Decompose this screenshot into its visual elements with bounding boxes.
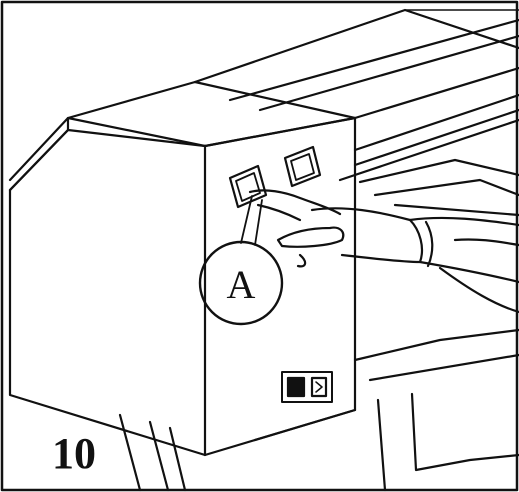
housing-top-face <box>66 80 357 148</box>
step-number: 10 <box>52 429 96 478</box>
key-b-bezel <box>283 145 322 188</box>
lower-paper-path <box>353 328 519 382</box>
guide-rail-1 <box>353 93 519 152</box>
guide-rail-3 <box>338 118 519 182</box>
output-tray <box>358 158 519 217</box>
callout-leader <box>240 195 263 246</box>
cuff <box>424 220 434 268</box>
thumb <box>276 226 345 248</box>
finger-underside <box>256 203 302 222</box>
top-bar-lines <box>228 18 519 112</box>
key-a-bezel <box>228 164 268 209</box>
icon-plate <box>281 371 333 403</box>
callout-circle <box>198 240 284 326</box>
rear-leg <box>376 392 519 492</box>
housing-front-face <box>8 128 207 457</box>
hand <box>248 189 519 314</box>
control-panel <box>228 145 322 209</box>
index-finger <box>248 189 342 216</box>
wrist <box>408 216 519 284</box>
housing-left-face <box>8 116 70 192</box>
guide-rail-2 <box>353 108 519 167</box>
key-a-face <box>235 172 261 202</box>
fingertips-lower <box>296 253 307 268</box>
palm-outline <box>310 207 424 264</box>
key-b-face <box>290 153 315 181</box>
forearm-lines <box>438 238 519 314</box>
front-leg <box>118 413 187 492</box>
housing-bottom-step <box>253 408 357 442</box>
callout-label: A <box>227 262 256 307</box>
